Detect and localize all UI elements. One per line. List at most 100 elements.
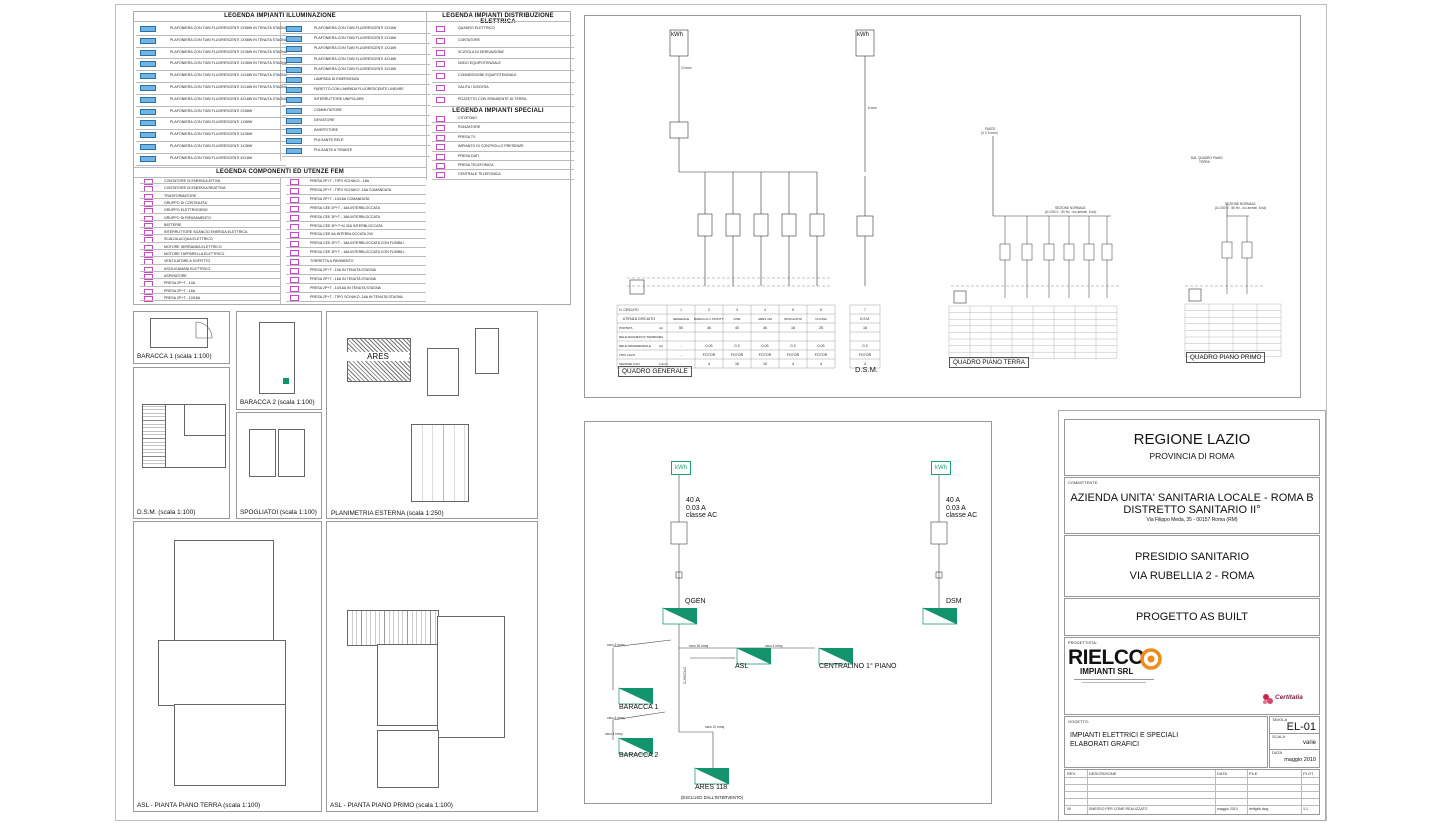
legend-row-label: PLAFONIERA CON TUBI FLUORESCENTI 4X18W (314, 56, 397, 61)
legend-row-label: PRESA CEE 3P+T - 16A INTERBLOCCATA CON F… (310, 250, 405, 255)
cable-label: cavo 4 mmq (607, 716, 625, 720)
legend-row-divider (140, 227, 280, 228)
legend-row-divider (136, 46, 286, 48)
table-row-label: TIPO CAVO (619, 353, 636, 357)
legend-symbol-icon (436, 49, 445, 56)
legend-divider (280, 177, 281, 304)
legend-row-label: INTERRUTTORE SGANCIO ENERGIA ELETTRICA (164, 230, 248, 235)
section-label: (U=230 V - 50 Hz - Icc ammin. 6 kA) (1045, 210, 1097, 214)
plan-room (184, 404, 226, 436)
legend-row-label: VENTILATORE A SOFFITTO (164, 259, 211, 264)
legend-row-divider (432, 122, 574, 123)
table-cell: BARACCA 1 STRUTT. (694, 317, 724, 321)
breaker-icon (1043, 243, 1055, 261)
legend-row-label: INVERTITORE (314, 128, 339, 132)
legend-row-divider (282, 104, 430, 106)
quadro-generale-label: QUADRO GENERALE (618, 366, 692, 377)
table-cell: 0.03 (818, 344, 825, 348)
legend-symbol-icon (144, 295, 153, 302)
legend-row-label: PLAFONIERA CON TUBI FLUORESCENTI 2X58W I… (170, 26, 288, 30)
plan-building (427, 348, 459, 396)
oggetto-cell: OGGETTO: IMPIANTI ELETTRICI E SPECIALI E… (1064, 716, 1268, 768)
legend-row-label: PRESA CEE 2P+T - 16A INTERBLOCCATA CON F… (310, 241, 405, 246)
plan-dsm: D.S.M. (scala 1:100) (133, 367, 230, 519)
legend-symbol-icon (436, 163, 445, 169)
table-cell: 0.03 (762, 344, 769, 348)
table-row-label: RELE MAGNETICO TERMICO (619, 335, 661, 339)
distribution-board-icon (694, 767, 730, 785)
legend-row-label: PRESA CEE 3P+T+N 32A INTERBLOCCATA (310, 223, 383, 228)
cable-label: cavo 10 mmq (705, 725, 725, 729)
legend-row-label: MOTORE SERRANDA ELETTRICO (164, 244, 222, 249)
plan-building (411, 424, 469, 502)
legend-symbol-icon (144, 273, 153, 280)
table-cell: 3 (736, 308, 738, 312)
legend-row-divider (140, 249, 280, 250)
legend-row-label: POZZETTO CON SPANDENTE DI TERRA (458, 96, 527, 101)
topology-node-label: ARES 118 (695, 784, 728, 791)
table-cell: 16 (735, 362, 739, 366)
legend-row-label: LAMPADA DI EMERGENZA (314, 77, 360, 81)
quadro-terra-label: QUADRO PIANO TERRA (949, 357, 1029, 368)
table-cell: 16 (791, 326, 795, 330)
progettista-cell: PROGETTISTA: RIELCO IMPIANTI SRL Certita… (1064, 637, 1320, 715)
legend-row-label: PRESA TELEFONICA (458, 163, 494, 167)
legend-symbol-icon (140, 96, 156, 103)
cable-label: cavo 4 mmq (605, 732, 623, 736)
ares-note: (ESCLUSO DALL'INTERVENTO) (681, 795, 744, 800)
rating-line: 0.03 A (686, 504, 706, 512)
distribution-board-icon (618, 687, 654, 705)
revision-cell: maggio 2010 (1217, 807, 1238, 811)
revision-col-divider (1301, 770, 1302, 814)
legend-symbol-icon (436, 61, 445, 68)
table-cell: D.S.M. (860, 317, 870, 321)
legend-symbol-icon (140, 120, 156, 127)
project-cell: PROGETTO AS BUILT (1064, 598, 1320, 636)
legend-row-divider (282, 135, 430, 136)
legend-symbol-icon (140, 73, 156, 80)
cunicolo-label: CUNICOLO (683, 667, 687, 684)
table-cell: GENERALE (673, 317, 689, 321)
table-cell: - (680, 362, 682, 366)
legend-symbol-icon (144, 281, 153, 288)
plan-baracca2: BARACCA 2 (scala 1:100) (236, 311, 322, 410)
breaker-icon (809, 213, 825, 237)
legend-panel: LEGENDA IMPIANTI ILLUMINAZIONE LEGENDA I… (133, 11, 574, 305)
legend-symbol-icon (286, 138, 302, 145)
feed-label: TERRA (1199, 160, 1210, 164)
revision-header: DESCRIZIONE (1089, 771, 1117, 776)
legend-symbol-icon (286, 128, 302, 134)
topology-node-label: QGEN (685, 598, 706, 605)
legend-symbol-icon (286, 56, 302, 63)
legend-row-divider (432, 169, 574, 170)
legend-row-divider (282, 84, 430, 85)
door-swing-icon (195, 321, 213, 339)
legend-row-label: CONTATORE DI ENERGIA ATTIVA (164, 179, 221, 183)
table-cell: DSM (734, 317, 741, 321)
table-cell: 5 (792, 308, 794, 312)
legend-row-divider (140, 205, 280, 206)
legend-symbol-icon (144, 252, 153, 258)
plan-building (174, 704, 286, 786)
cable-label: 10 mm² (681, 66, 692, 70)
distribution-board-icon (922, 607, 958, 625)
certitalia-mark (1263, 694, 1273, 704)
legend-row-label: PLAFONIERA CON TUBI FLUORESCENTI 2X18W (314, 66, 397, 71)
legend-row-divider (432, 58, 574, 59)
revision-cell: 1:1 (1303, 807, 1308, 811)
legend-row-label: SCALDA ACQUA ELETTRICO (164, 237, 213, 242)
legend-row-divider (432, 70, 574, 71)
legend-symbol-icon (144, 208, 153, 215)
legend-row-label: PLAFONIERA CON TUBI FLUORESCENTI 2X18W (314, 36, 397, 41)
legend-row-label: PLAFONIERA CON TUBI FLUORESCENTI 1X58W (170, 120, 253, 125)
breaker-icon (725, 213, 741, 237)
caption-spogliatoi: SPOGLIATOI (scala 1:100) (240, 509, 317, 516)
cable-label: cavo 4 mmq (765, 644, 783, 648)
breaker-icon (1021, 243, 1033, 261)
province-title: PROVINCIA DI ROMA (1149, 451, 1235, 461)
caption-dsm: D.S.M. (scala 1:100) (137, 509, 196, 516)
legend-row-label: PRESA CEE 3P+T - 16A INTERBLOCCATA (310, 214, 381, 219)
legend-symbol-icon (290, 241, 299, 248)
legend-row-label: PRESA DATI (458, 153, 479, 158)
